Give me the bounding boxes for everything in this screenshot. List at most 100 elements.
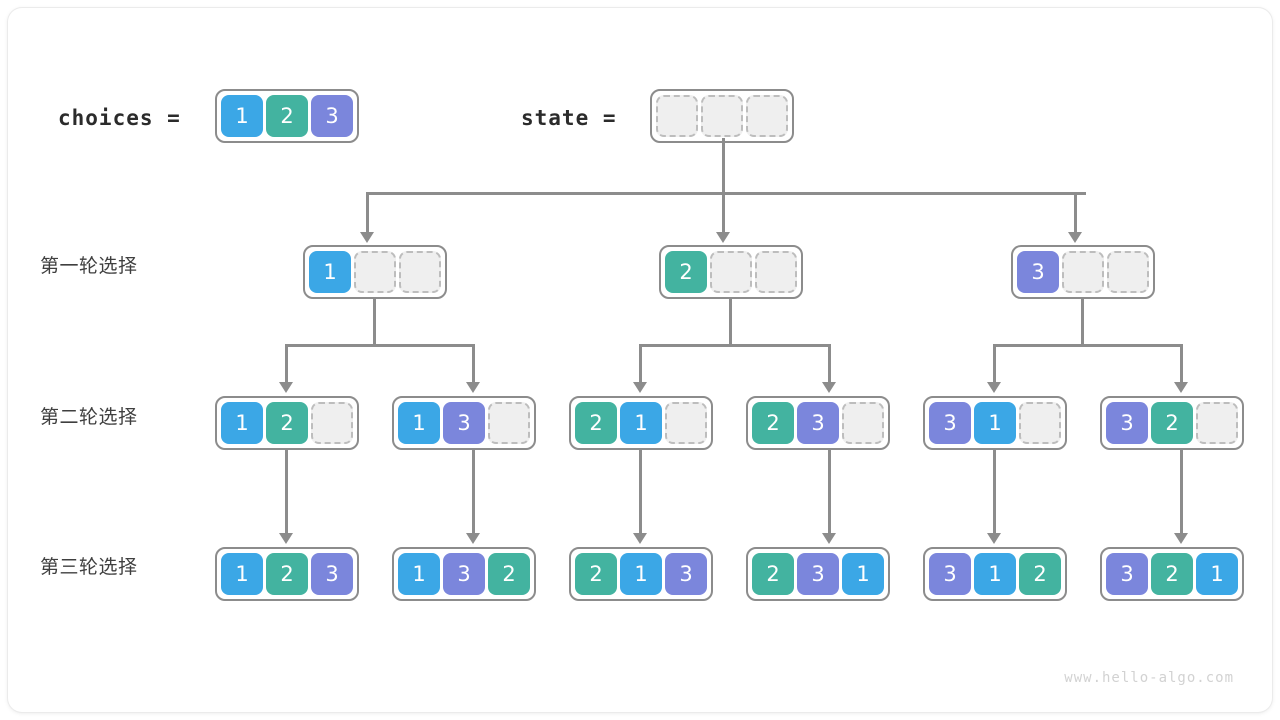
- connector-stem-2c: [1081, 295, 1084, 346]
- round1-2-cell-1: [1062, 251, 1104, 293]
- round2-5-cell-2: [1196, 402, 1238, 444]
- state-cell-0: [656, 95, 698, 137]
- round2-4-cell-1: 1: [974, 402, 1016, 444]
- arrow-1a: [360, 232, 374, 243]
- row-label-round1: 第一轮选择: [40, 255, 138, 277]
- round3-4-cell-1: 1: [974, 553, 1016, 595]
- watermark: www.hello-algo.com: [1064, 670, 1234, 686]
- round1-0-cell-2: [399, 251, 441, 293]
- round3-4-cell-2: 2: [1019, 553, 1061, 595]
- state-cell-1: [701, 95, 743, 137]
- arrow-2a2: [466, 382, 480, 393]
- choices-cell-0: 1: [221, 95, 263, 137]
- arrow-1b: [716, 232, 730, 243]
- connector-drop-3a: [285, 446, 288, 534]
- arrow-3e: [987, 533, 1001, 544]
- state-cell-2: [746, 95, 788, 137]
- round1-array-2: 3: [1011, 245, 1155, 299]
- round2-2-cell-0: 2: [575, 402, 617, 444]
- round2-0-cell-0: 1: [221, 402, 263, 444]
- round1-0-cell-1: [354, 251, 396, 293]
- round3-3-cell-0: 2: [752, 553, 794, 595]
- connector-stem-2a: [373, 295, 376, 346]
- row-label-round3: 第三轮选择: [40, 556, 138, 578]
- arrow-2c2: [1174, 382, 1188, 393]
- arrow-3d: [822, 533, 836, 544]
- connector-drop-3d: [828, 446, 831, 534]
- connector-drop-2b2: [828, 344, 831, 384]
- arrow-2a1: [279, 382, 293, 393]
- connector-drop-2c1: [993, 344, 996, 384]
- round2-2-cell-2: [665, 402, 707, 444]
- round3-2-cell-0: 2: [575, 553, 617, 595]
- round2-4-cell-2: [1019, 402, 1061, 444]
- round2-3-cell-0: 2: [752, 402, 794, 444]
- round2-1-cell-1: 3: [443, 402, 485, 444]
- connector-bus-2c: [993, 344, 1183, 347]
- round2-3-cell-2: [842, 402, 884, 444]
- connector-drop-2a1: [285, 344, 288, 384]
- round2-1-cell-0: 1: [398, 402, 440, 444]
- round3-0-cell-0: 1: [221, 553, 263, 595]
- round3-5-cell-1: 2: [1151, 553, 1193, 595]
- arrow-2b1: [633, 382, 647, 393]
- round1-0-cell-0: 1: [309, 251, 351, 293]
- round2-1-cell-2: [488, 402, 530, 444]
- round1-array-0: 1: [303, 245, 447, 299]
- round3-5-cell-2: 1: [1196, 553, 1238, 595]
- round3-2-cell-1: 1: [620, 553, 662, 595]
- round3-5-cell-0: 3: [1106, 553, 1148, 595]
- connector-bus-2b: [639, 344, 831, 347]
- connector-trunk: [722, 138, 725, 193]
- connector-stem-2b: [729, 295, 732, 346]
- round3-3-cell-1: 3: [797, 553, 839, 595]
- round2-0-cell-1: 2: [266, 402, 308, 444]
- round2-5-cell-0: 3: [1106, 402, 1148, 444]
- round1-1-cell-1: [710, 251, 752, 293]
- connector-drop-3f: [1180, 446, 1183, 534]
- connector-bus-1: [366, 192, 1086, 195]
- round2-0-cell-2: [311, 402, 353, 444]
- round3-1-cell-1: 3: [443, 553, 485, 595]
- round3-1-cell-0: 1: [398, 553, 440, 595]
- arrow-2b2: [822, 382, 836, 393]
- state-array: [650, 89, 794, 143]
- round1-2-cell-0: 3: [1017, 251, 1059, 293]
- round3-2-cell-2: 3: [665, 553, 707, 595]
- round3-1-cell-2: 2: [488, 553, 530, 595]
- connector-bus-2a: [285, 344, 475, 347]
- arrow-3b: [466, 533, 480, 544]
- choices-cell-2: 3: [311, 95, 353, 137]
- round3-3-cell-2: 1: [842, 553, 884, 595]
- round3-0-cell-2: 3: [311, 553, 353, 595]
- round1-array-1: 2: [659, 245, 803, 299]
- arrow-3c: [633, 533, 647, 544]
- connector-drop-3b: [472, 446, 475, 534]
- connector-drop-1a: [366, 192, 369, 234]
- connector-drop-1c: [1074, 192, 1077, 234]
- connector-drop-2c2: [1180, 344, 1183, 384]
- round3-4-cell-0: 3: [929, 553, 971, 595]
- round1-2-cell-2: [1107, 251, 1149, 293]
- round2-2-cell-1: 1: [620, 402, 662, 444]
- round1-1-cell-0: 2: [665, 251, 707, 293]
- row-label-round2: 第二轮选择: [40, 406, 138, 428]
- arrow-3f: [1174, 533, 1188, 544]
- arrow-3a: [279, 533, 293, 544]
- connector-drop-3e: [993, 446, 996, 534]
- connector-drop-3c: [639, 446, 642, 534]
